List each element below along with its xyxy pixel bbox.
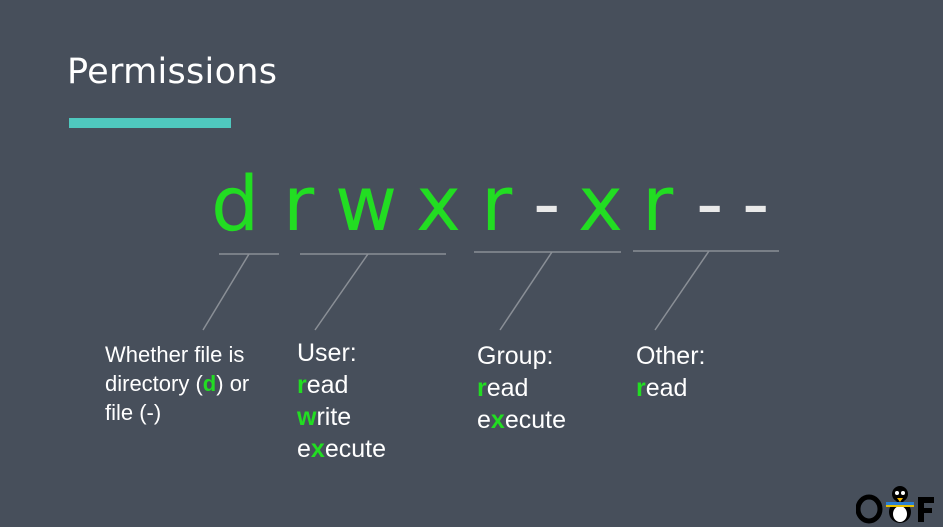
desc-line-3: file (-): [105, 400, 162, 425]
group-heading: Group:: [477, 342, 554, 370]
perm-char-other-read: r: [642, 159, 674, 248]
user-execute: execute: [297, 433, 386, 465]
user-read-rest: ead: [306, 371, 349, 399]
penguin-logo-icon: [856, 486, 934, 524]
perm-char-user-read: r: [283, 159, 315, 248]
group-read-letter: r: [477, 374, 487, 402]
user-permissions: User: read write execute: [297, 337, 386, 465]
desc-line-2-post: ) or: [216, 371, 250, 396]
perm-char-group-write: -: [533, 159, 561, 248]
user-heading: User:: [297, 339, 357, 367]
type-leader: [202, 253, 250, 331]
other-permissions: Other: read: [636, 340, 705, 404]
perm-char-group-read: r: [481, 159, 513, 248]
group-leader: [499, 251, 553, 331]
slide-title: Permissions: [67, 52, 278, 92]
group-read-rest: ead: [486, 374, 529, 402]
group-execute-pre: e: [477, 406, 491, 434]
perm-char-user-write: w: [335, 159, 398, 248]
user-write-rest: rite: [316, 403, 352, 431]
group-permissions: Group: read execute: [477, 340, 566, 436]
perm-char-group-execute: x: [578, 159, 623, 248]
user-write: write: [297, 401, 386, 433]
desc-line-1: Whether file is: [105, 342, 245, 367]
other-read-rest: ead: [645, 374, 688, 402]
user-execute-letter: x: [310, 435, 325, 463]
other-read-letter: r: [636, 374, 646, 402]
group-execute-rest: ecute: [504, 406, 566, 434]
group-execute-letter: x: [490, 406, 505, 434]
perm-char-type: d: [211, 159, 260, 248]
perm-char-other-write: -: [696, 159, 724, 248]
desc-highlight-d: d: [202, 371, 217, 396]
perm-char-other-execute: -: [742, 159, 770, 248]
user-read: read: [297, 369, 386, 401]
file-type-description: Whether file is directory (d) or file (-…: [105, 340, 249, 427]
group-execute: execute: [477, 404, 566, 436]
other-heading: Other:: [636, 342, 706, 370]
user-leader: [314, 253, 369, 331]
user-write-letter: w: [297, 403, 317, 431]
other-read: read: [636, 372, 705, 404]
user-read-letter: r: [297, 371, 307, 399]
desc-line-2: directory (d) or: [105, 369, 249, 398]
title-underline: [69, 118, 231, 128]
perm-char-user-execute: x: [416, 159, 461, 248]
other-leader: [654, 250, 710, 331]
group-read: read: [477, 372, 566, 404]
desc-line-2-pre: directory (: [105, 371, 203, 396]
user-execute-rest: ecute: [324, 435, 386, 463]
user-execute-pre: e: [297, 435, 311, 463]
